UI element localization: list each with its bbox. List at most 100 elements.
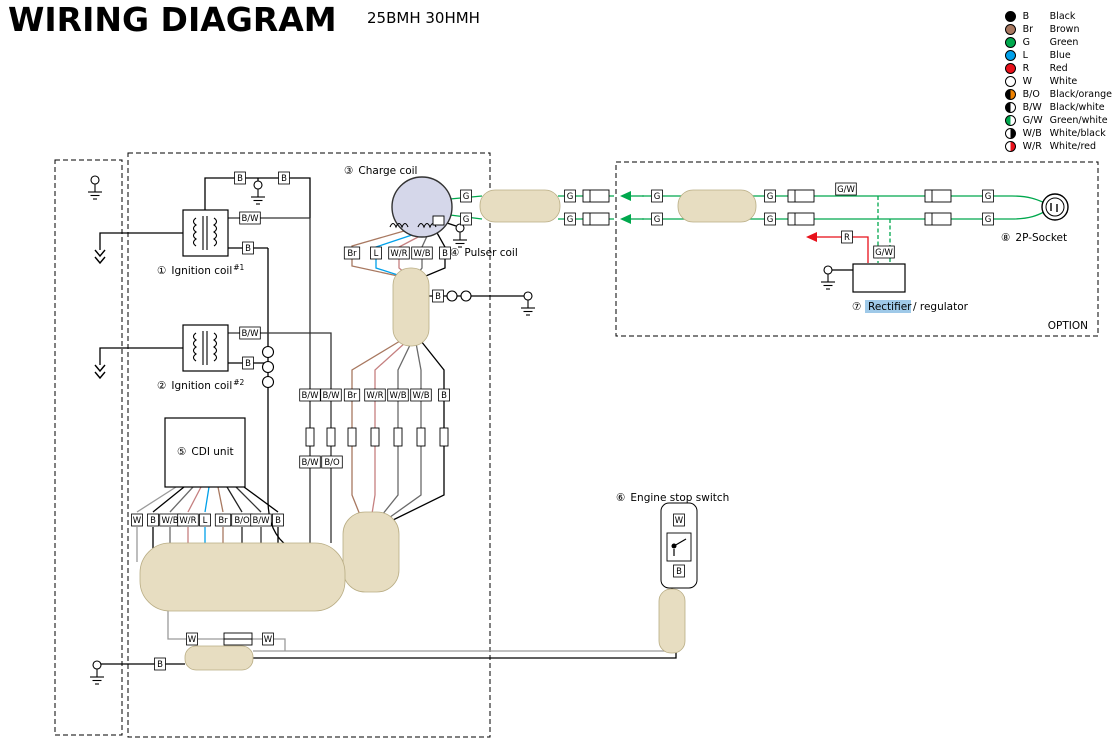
svg-text:G: G (567, 215, 574, 225)
color-dot (1004, 37, 1016, 48)
svg-text:B: B (435, 292, 441, 302)
cdi-connector-main (139, 542, 346, 612)
legend-name: White (1049, 76, 1078, 87)
wire-label: B/W (299, 455, 321, 469)
legend-code: W/R (1022, 141, 1042, 152)
legend-row: W/B White/black (1004, 127, 1112, 140)
wire-label: W/R (177, 513, 199, 527)
legend-code: B (1022, 11, 1030, 22)
page-title: WIRING DIAGRAM (8, 0, 337, 39)
stop-switch-connector (658, 588, 686, 654)
svg-text:W/B: W/B (412, 391, 429, 401)
legend-code: W/B (1022, 128, 1042, 139)
svg-text:G: G (985, 215, 992, 225)
legend-name: Black/white (1049, 102, 1105, 113)
svg-text:W: W (188, 635, 197, 645)
cdi-connector-right (342, 511, 400, 593)
wire-label: W/R (388, 246, 410, 260)
legend-name: Blue (1049, 50, 1071, 61)
svg-text:W: W (264, 635, 273, 645)
svg-text:G: G (463, 215, 470, 225)
wire-label: B (147, 513, 159, 527)
svg-text:W: W (675, 516, 684, 526)
svg-text:G/W: G/W (837, 185, 855, 195)
wire-label: R (841, 230, 853, 244)
wire-label: B (242, 241, 254, 255)
svg-text:B: B (237, 174, 243, 184)
wire-label: B (234, 171, 246, 185)
ground-symbol (250, 180, 266, 205)
wire-label: G (564, 189, 576, 203)
enclosure-boxes (54, 152, 1099, 738)
svg-text:B: B (245, 359, 251, 369)
bullet-joints (261, 290, 472, 389)
legend-code: G/W (1022, 115, 1043, 126)
wire-label: G (764, 212, 776, 226)
bullet-terminal-icon (619, 190, 645, 202)
legend-code: B/O (1022, 89, 1040, 100)
svg-text:B: B (150, 516, 156, 526)
legend-name: Green/white (1049, 115, 1108, 126)
wire-label: B (242, 356, 254, 370)
wire-label: G (764, 189, 776, 203)
svg-text:B: B (157, 660, 163, 670)
components (164, 176, 1069, 589)
legend-name: Black (1049, 11, 1076, 22)
ground-symbol (452, 223, 468, 248)
wire-label: W (262, 632, 274, 646)
wire-label: B/W (299, 388, 321, 402)
wire-label: W/B (159, 513, 181, 527)
wire-label: B (673, 564, 685, 578)
bullet-terminal-icon (619, 213, 645, 225)
spark-lead-arrow (94, 249, 106, 264)
color-dot (1004, 102, 1016, 113)
color-dot (1004, 63, 1016, 74)
engine-stop-switch (660, 502, 698, 589)
legend-name: White/black (1049, 128, 1106, 139)
spark-lead-arrow (94, 364, 106, 379)
svg-text:G: G (767, 192, 774, 202)
wire-label: W (673, 513, 685, 527)
wire-label: G (982, 212, 994, 226)
wire-label: G (651, 212, 663, 226)
wire-label: B/W (239, 211, 261, 225)
ground-symbol (87, 175, 103, 200)
wire-coupler (305, 427, 449, 447)
color-dot (1004, 76, 1016, 87)
wire-labels: B B B/W B B/W B Br L W/R W/B B B B/W B/W… (131, 171, 994, 671)
color-dot (1004, 24, 1016, 35)
svg-text:B/W: B/W (322, 391, 340, 401)
wire-label: B (432, 289, 444, 303)
wire-label: B/O (321, 455, 343, 469)
svg-text:B: B (281, 174, 287, 184)
svg-text:W/R: W/R (179, 516, 196, 526)
color-dot (1004, 141, 1016, 152)
wire-label: G (982, 189, 994, 203)
wire-label: W (131, 513, 143, 527)
legend-code: R (1022, 63, 1030, 74)
svg-text:R: R (844, 233, 850, 243)
color-dot (1004, 11, 1016, 22)
svg-text:B/W: B/W (241, 329, 259, 339)
svg-text:Br: Br (218, 516, 228, 526)
legend-row: G/W Green/white (1004, 114, 1112, 127)
bottom-connector (184, 645, 254, 671)
svg-text:B: B (676, 567, 682, 577)
wire-label: B/O (231, 513, 253, 527)
label-rectifier-rest: / regulator (913, 301, 969, 313)
wire-label: B/W (320, 388, 342, 402)
svg-text:G: G (654, 215, 661, 225)
